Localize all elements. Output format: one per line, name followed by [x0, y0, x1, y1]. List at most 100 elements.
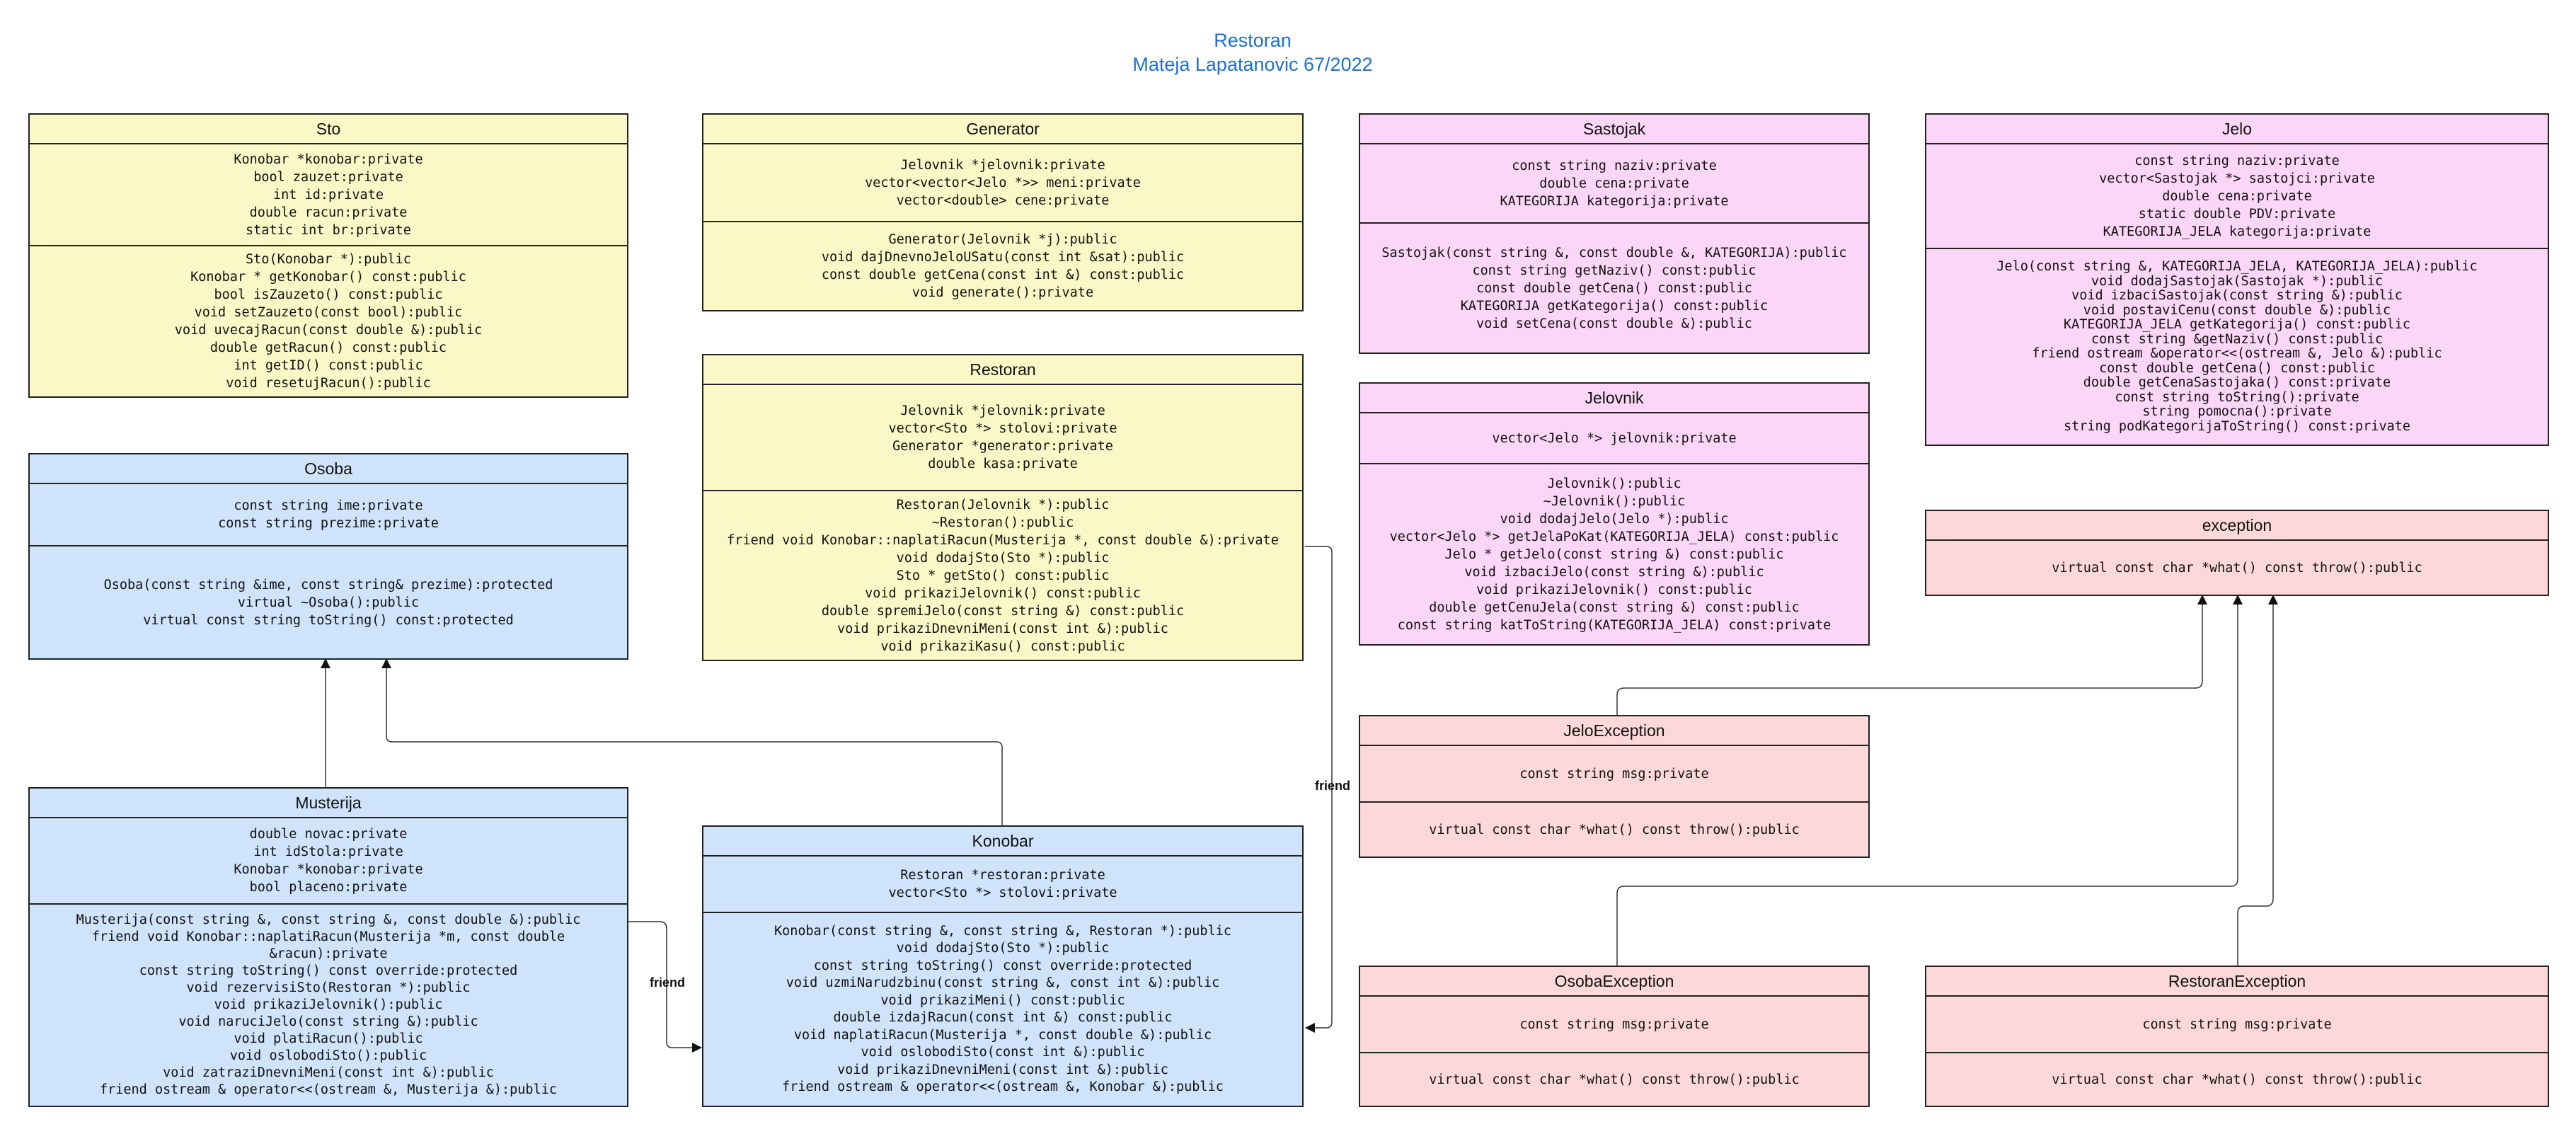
operations-section: Generator(Jelovnik *j):public void dajDn… [703, 222, 1302, 310]
operation: void generate():private [912, 285, 1094, 300]
class-osoba-exception[interactable]: OsobaException const string msg:private … [1359, 966, 1870, 1107]
class-osoba[interactable]: Osoba const string ime:private const str… [28, 453, 628, 660]
class-jelovnik[interactable]: Jelovnik vector<Jelo *> jelovnik:private… [1359, 382, 1870, 646]
attribute: KATEGORIJA kategorija:private [1500, 193, 1729, 209]
class-name: JeloException [1360, 716, 1868, 746]
operation: KATEGORIJA_JELA getKategorija() const:pu… [2063, 317, 2411, 332]
operation: double getRacun() const:public [209, 340, 447, 355]
operation: void zatraziDnevniMeni(const int &):publ… [163, 1065, 494, 1080]
operation: Sastojak(const string &, const double &,… [1381, 245, 1847, 260]
attributes-section: Restoran *restoran:private vector<Sto *>… [703, 857, 1302, 913]
attribute: static int br:private [246, 222, 411, 238]
attributes-section: Jelovnik *jelovnik:private vector<Sto *>… [703, 385, 1302, 491]
friend-label-restoran: friend [1315, 779, 1350, 793]
operation: const string toString() const override:p… [813, 958, 1192, 973]
class-restoran-exception[interactable]: RestoranException const string msg:priva… [1925, 966, 2549, 1107]
attribute: bool placeno:private [249, 880, 408, 895]
attribute: double racun:private [249, 205, 408, 220]
operation: ~Restoran():public [931, 515, 1074, 530]
operations-section: virtual const char *what() const throw()… [1360, 803, 1868, 857]
attributes-section: double novac:private int idStola:private… [30, 818, 627, 905]
class-sastojak[interactable]: Sastojak const string naziv:private doub… [1359, 113, 1870, 354]
class-musterija[interactable]: Musterija double novac:private int idSto… [28, 787, 628, 1107]
attribute: const string prezime:private [218, 516, 439, 531]
operation: virtual const string toString() const:pr… [143, 612, 514, 628]
operation: void naruciJelo(const string &):public [178, 1014, 478, 1029]
class-konobar[interactable]: Konobar Restoran *restoran:private vecto… [702, 825, 1304, 1107]
jeloexception-inherits-exception [1616, 595, 2207, 715]
attributes-section: const string msg:private [1926, 997, 2548, 1053]
operation: void uvecajRacun(const double &):public [174, 323, 483, 338]
operation: virtual const char *what() const throw()… [1429, 822, 1800, 837]
attribute: virtual const char *what() const throw()… [2052, 560, 2422, 575]
operation: string pomocna():private [2142, 404, 2332, 419]
attribute: vector<Sto *> stolovi:private [888, 421, 1117, 436]
operations-section: Jelo(const string &, KATEGORIJA_JELA, KA… [1926, 249, 2548, 445]
class-jelo-exception[interactable]: JeloException const string msg:private v… [1359, 715, 1870, 858]
operation: void uzmiNarudzbinu(const string &, cons… [786, 975, 1220, 990]
class-name: Musterija [30, 789, 627, 818]
operation: const string katToString(KATEGORIJA_JELA… [1397, 617, 1832, 633]
operations-section: Jelovnik():public ~Jelovnik():public voi… [1360, 464, 1868, 644]
class-jelo[interactable]: Jelo const string naziv:private vector<S… [1925, 113, 2549, 446]
operation: void dodajSastojak(Sastojak *):public [2091, 273, 2384, 289]
attributes-section: Jelovnik *jelovnik:private vector<vector… [703, 144, 1302, 222]
attribute: vector<Sastojak *> sastojci:private [2099, 171, 2375, 186]
operation: double getCenaSastojaka() const:private [2083, 375, 2391, 390]
attribute: Jelovnik *jelovnik:private [900, 157, 1105, 173]
operation: bool isZauzeto() const:public [214, 287, 443, 302]
attribute: double cena:private [2162, 188, 2312, 204]
attribute: Konobar *konobar:private [234, 151, 423, 167]
operation: Konobar * getKonobar() const:public [190, 270, 466, 285]
attribute: double cena:private [1539, 176, 1689, 191]
operation: void prikaziDnevniMeni(const int &):publ… [837, 1062, 1168, 1077]
operation: void prikaziJelovnik():public [214, 997, 443, 1012]
operation: int getID() const:public [234, 358, 423, 373]
attribute: const string naziv:private [2134, 153, 2340, 168]
operation: const double getCena(const int &) const:… [821, 268, 1185, 282]
restoranexception-inherits-exception [2237, 595, 2278, 966]
attributes-section: const string msg:private [1360, 746, 1868, 803]
operation: Restoran(Jelovnik *):public [896, 497, 1110, 512]
class-generator[interactable]: Generator Jelovnik *jelovnik:private vec… [702, 113, 1304, 311]
attribute: static double PDV:private [2138, 206, 2336, 222]
operation: void setCena(const double &):public [1476, 316, 1752, 331]
class-sto[interactable]: Sto Konobar *konobar:private bool zauzet… [28, 113, 628, 398]
attribute: double kasa:private [928, 457, 1078, 471]
operation: double spremiJelo(const string &) const:… [821, 603, 1185, 619]
operation: void prikaziMeni() const:public [880, 992, 1125, 1008]
musterija-friend-konobar [628, 921, 702, 1053]
attribute: bool zauzet:private [253, 169, 403, 185]
attribute: vector<Jelo *> jelovnik:private [1492, 430, 1737, 446]
class-restoran[interactable]: Restoran Jelovnik *jelovnik:private vect… [702, 354, 1304, 661]
attribute: double novac:private [249, 827, 408, 842]
operation: void dodajSto(Sto *):public [896, 941, 1110, 956]
operation: string podKategorijaToString() const:pri… [2063, 418, 2411, 434]
operation: void dodajSto(Sto *):public [896, 550, 1110, 566]
attribute: Generator *generator:private [892, 439, 1113, 454]
operation: vector<Jelo *> getJelaPoKat(KATEGORIJA_J… [1389, 529, 1839, 544]
operations-section: Restoran(Jelovnik *):public ~Restoran():… [703, 491, 1302, 660]
operation: Musterija(const string &, const string &… [76, 912, 581, 927]
class-name: Generator [703, 115, 1302, 144]
attributes-section: const string ime:private const string pr… [30, 484, 627, 546]
operations-section: Konobar(const string &, const string &, … [703, 913, 1302, 1106]
operation: void oslobodiSto():public [229, 1048, 427, 1063]
operation: Jelo(const string &, KATEGORIJA_JELA, KA… [1996, 259, 2478, 274]
operations-section: Sastojak(const string &, const double &,… [1360, 224, 1868, 353]
class-exception[interactable]: exception virtual const char *what() con… [1925, 510, 2549, 596]
operation: const string toString():private [2115, 389, 2359, 405]
operation: friend void Konobar::naplatiRacun(Muster… [91, 929, 565, 961]
operation: void naplatiRacun(Musterija *, const dou… [793, 1027, 1212, 1043]
operation: Osoba(const string &ime, const string& p… [103, 577, 553, 592]
attribute: const string msg:private [1519, 766, 1709, 781]
restoran-friend-konobar [1305, 546, 1333, 1033]
operation: void dodajJelo(Jelo *):public [1500, 511, 1729, 527]
attribute: const string msg:private [1519, 1016, 1709, 1032]
operations-section: virtual const char *what() const throw()… [1360, 1053, 1868, 1106]
class-name: Sastojak [1360, 115, 1868, 144]
operation: void izbaciSastojak(const string &):publ… [2071, 288, 2403, 303]
attributes-section: Konobar *konobar:private bool zauzet:pri… [30, 144, 627, 246]
class-name: Restoran [703, 355, 1302, 385]
